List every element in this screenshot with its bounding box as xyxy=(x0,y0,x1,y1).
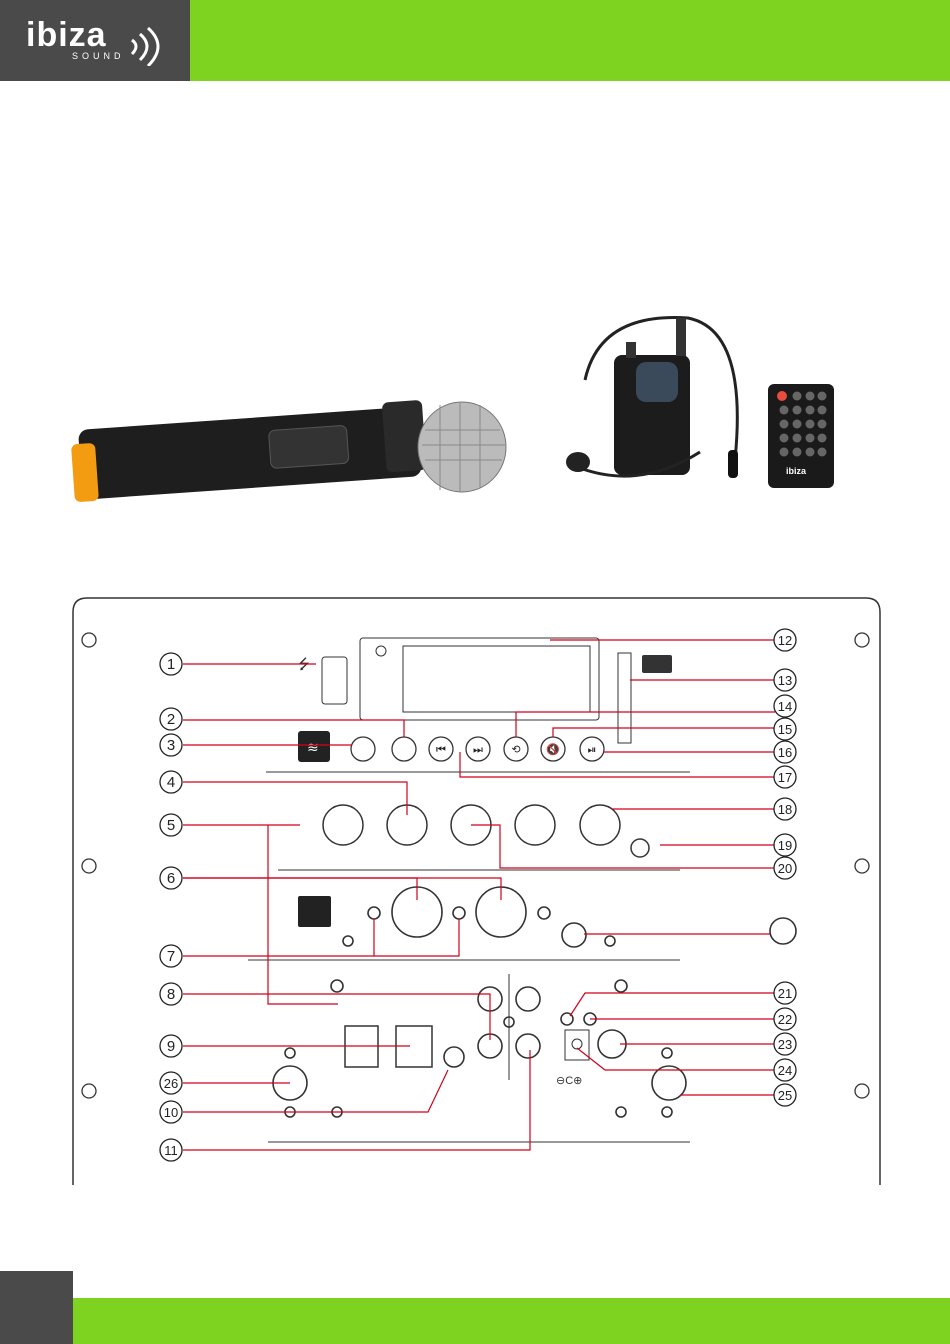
callout-number: 15 xyxy=(778,722,792,737)
callout-12: 12 xyxy=(774,629,796,651)
callout-4: 4 xyxy=(160,771,182,793)
callout-25: 25 xyxy=(774,1084,796,1106)
callout-22: 22 xyxy=(774,1008,796,1030)
callout-13: 13 xyxy=(774,669,796,691)
callout-number: 3 xyxy=(167,737,175,754)
callout-17: 17 xyxy=(774,766,796,788)
callout-number: 12 xyxy=(778,633,792,648)
callout-number: 8 xyxy=(167,986,175,1003)
callout-3: 3 xyxy=(160,734,182,756)
footer-green-bar xyxy=(73,1298,950,1344)
callout-number: 17 xyxy=(778,770,792,785)
callout-2: 2 xyxy=(160,708,182,730)
callout-24: 24 xyxy=(774,1059,796,1081)
callout-number: 4 xyxy=(167,774,175,791)
callout-number: 25 xyxy=(778,1088,792,1103)
footer-dark-block xyxy=(0,1271,73,1344)
callout-number: 9 xyxy=(167,1038,175,1055)
callout-8: 8 xyxy=(160,983,182,1005)
callout-21: 21 xyxy=(774,982,796,1004)
callout-number: 2 xyxy=(167,711,175,728)
callout-19: 19 xyxy=(774,834,796,856)
callout-11: 11 xyxy=(160,1139,182,1161)
callout-20: 20 xyxy=(774,857,796,879)
callout-number: 18 xyxy=(778,802,792,817)
callout-number: 26 xyxy=(164,1076,178,1091)
callout-number: 7 xyxy=(167,948,175,965)
callout-number: 11 xyxy=(164,1143,178,1158)
callout-23: 23 xyxy=(774,1033,796,1055)
callout-10: 10 xyxy=(160,1101,182,1123)
callout-14: 14 xyxy=(774,695,796,717)
callout-number: 19 xyxy=(778,838,792,853)
callout-26: 26 xyxy=(160,1072,182,1094)
callout-number: 13 xyxy=(778,673,792,688)
callout-number: 10 xyxy=(164,1105,178,1120)
callout-number: 22 xyxy=(778,1012,792,1027)
callout-number: 6 xyxy=(167,870,175,887)
callout-number: 23 xyxy=(778,1037,792,1052)
callout-15: 15 xyxy=(774,718,796,740)
callout-number: 1 xyxy=(167,656,175,673)
callout-number: 16 xyxy=(778,745,792,760)
callout-number: 5 xyxy=(167,817,175,834)
callout-18: 18 xyxy=(774,798,796,820)
callout-number: 20 xyxy=(778,861,792,876)
callout-number: 14 xyxy=(778,699,792,714)
callout-7: 7 xyxy=(160,945,182,967)
callout-16: 16 xyxy=(774,741,796,763)
callout-6: 6 xyxy=(160,867,182,889)
callout-9: 9 xyxy=(160,1035,182,1057)
callout-1: 1 xyxy=(160,653,182,675)
callout-number: 21 xyxy=(778,986,792,1001)
callout-number: 24 xyxy=(778,1063,792,1078)
callout-5: 5 xyxy=(160,814,182,836)
